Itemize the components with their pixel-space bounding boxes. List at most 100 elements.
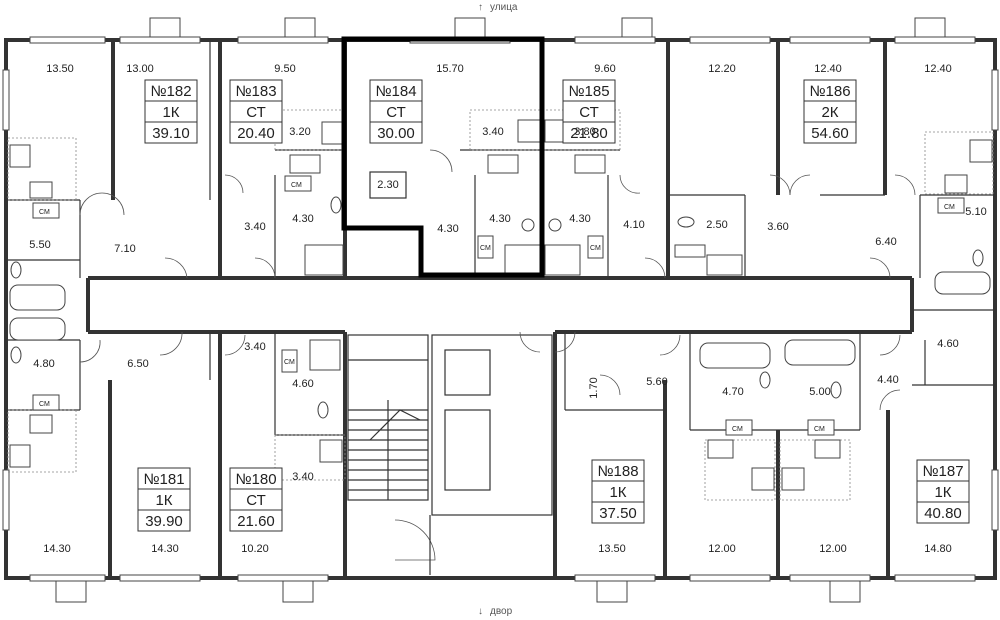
room-area-label: 14.30 [43, 543, 71, 555]
toilet-icon [972, 249, 984, 267]
svg-text:СМ: СМ [480, 245, 491, 252]
shower-icon [504, 244, 541, 276]
room-area-label: 3.40 [482, 126, 503, 138]
apartment-type: 1К [155, 492, 172, 509]
toilet-icon [317, 401, 329, 419]
room-area-label: 4.80 [33, 358, 54, 370]
room-area-label: 9.60 [594, 63, 615, 75]
apartment-card-apt-188[interactable]: №188 1К 37.50 [591, 459, 645, 524]
apartment-type: 1К [162, 104, 179, 121]
toilet-icon [677, 216, 695, 228]
apartment-type: СТ [246, 104, 266, 121]
washing-machine: СМ [32, 394, 60, 411]
bathtub-icon [9, 317, 66, 341]
apartment-area: 21.60 [237, 513, 275, 530]
stove-icon [781, 467, 805, 491]
apartment-area: 37.50 [599, 505, 637, 522]
room-area-label: 4.30 [489, 213, 510, 225]
room-area-label: 2.30 [377, 179, 398, 191]
svg-text:СМ: СМ [814, 426, 825, 433]
direction-top: ↑ улица [478, 2, 518, 13]
room-area-label: 12.40 [814, 63, 842, 75]
room-area-label: 13.50 [598, 543, 626, 555]
apartment-card-apt-182[interactable]: №182 1К 39.10 [144, 79, 198, 144]
apartment-type: 1К [934, 484, 951, 501]
washing-machine: СМ [587, 235, 604, 259]
room-area-label: 4.60 [937, 338, 958, 350]
room-area-label: 3.40 [244, 341, 265, 353]
washing-machine: СМ [32, 202, 60, 219]
apartment-number: №186 [809, 83, 850, 100]
toilet-icon [330, 196, 342, 214]
toilet-icon [548, 218, 562, 232]
apartment-area: 54.60 [811, 125, 849, 142]
corridor [86, 276, 914, 334]
arrow-up-icon: ↑ [478, 2, 483, 13]
room-area-label: 13.50 [46, 63, 74, 75]
room-area-label: 6.50 [127, 358, 148, 370]
bathtub-icon [699, 342, 771, 369]
apartment-number: №185 [568, 83, 609, 100]
apartment-type: 1К [609, 484, 626, 501]
sink-icon [29, 414, 53, 434]
bathrooms [9, 196, 991, 419]
room-area-label: 15.70 [436, 63, 464, 75]
room-area-label: 3.40 [244, 221, 265, 233]
room-area-label: 4.30 [437, 223, 458, 235]
storage-closet [369, 171, 407, 199]
toilet-icon [830, 381, 842, 399]
apartment-number: №180 [235, 471, 276, 488]
svg-text:СМ: СМ [39, 209, 50, 216]
room-area-label: 4.70 [722, 386, 743, 398]
arrow-down-icon: ↓ [478, 606, 483, 617]
room-area-label: 3.40 [292, 471, 313, 483]
bottom-window-stubs [55, 579, 861, 603]
direction-top-label: улица [490, 2, 518, 13]
apartment-number: №187 [922, 463, 963, 480]
room-area-label: 12.20 [708, 63, 736, 75]
washing-machines: СМ СМ СМ СМ СМ СМ СМ СМ СМ [32, 175, 965, 436]
sink-icon [289, 154, 321, 174]
room-area-label: 12.40 [924, 63, 952, 75]
svg-text:СМ: СМ [590, 245, 601, 252]
apartment-number: №182 [150, 83, 191, 100]
bathtub-icon [9, 284, 66, 311]
washing-machine: СМ [477, 235, 494, 259]
washing-machine: СМ [807, 419, 835, 436]
highlighted-apartment-outline [341, 36, 545, 278]
stove-icon [9, 144, 31, 168]
stove-icon [321, 121, 345, 145]
room-area-label: 14.80 [924, 543, 952, 555]
room-area-label: 4.30 [569, 213, 590, 225]
apartment-type: СТ [579, 104, 599, 121]
apartment-area: 39.10 [152, 125, 190, 142]
washing-machine: СМ [284, 175, 312, 192]
toilet-icon [10, 261, 22, 279]
room-area-label: 5.00 [809, 386, 830, 398]
room-area-label: 5.10 [965, 206, 986, 218]
room-area-label: 3.80 [574, 126, 595, 138]
apartment-type: СТ [386, 104, 406, 121]
toilet-icon [10, 346, 22, 364]
apartment-cards: №1821К39.10№183СТ20.40№184СТ30.00№185СТ2… [137, 79, 970, 532]
apartment-number: №183 [235, 83, 276, 100]
washing-machine: СМ [281, 349, 298, 373]
shower-icon [304, 244, 344, 276]
stove-icon [969, 139, 993, 163]
apartment-number: №188 [597, 463, 638, 480]
room-area-label: 7.10 [114, 243, 135, 255]
apartment-area: 20.40 [237, 125, 275, 142]
bathtub-icon [934, 271, 991, 295]
svg-text:СМ: СМ [284, 359, 295, 366]
apartment-number: №184 [375, 83, 416, 100]
room-area-label: 4.30 [292, 213, 313, 225]
stove-icon [751, 467, 775, 491]
